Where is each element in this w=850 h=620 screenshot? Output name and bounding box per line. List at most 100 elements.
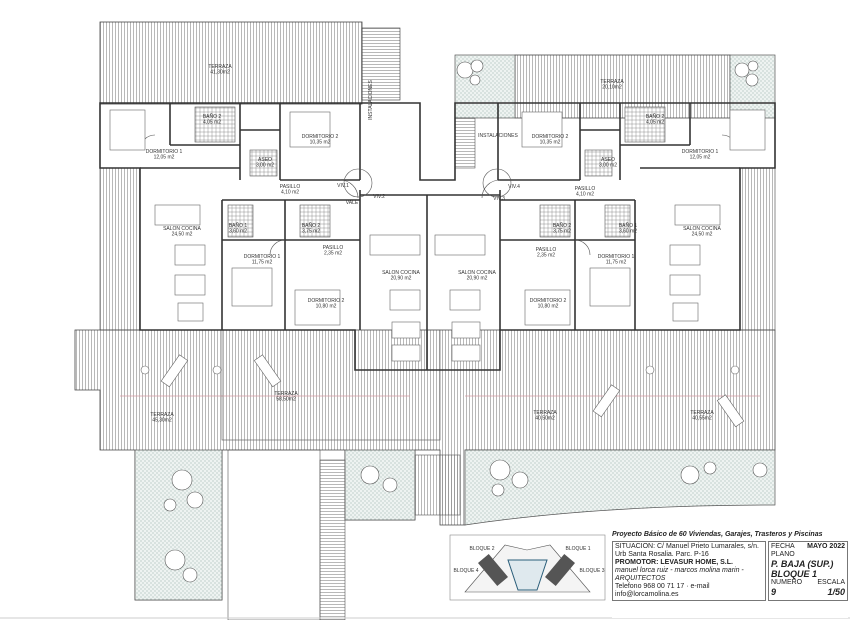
numero: 9	[771, 587, 777, 597]
room-area: 10,80 m2	[316, 304, 337, 310]
room-name: BAÑO 2	[302, 222, 321, 229]
key-plan-label: BLOQUE 2	[469, 546, 494, 552]
room-name: PASILLO	[280, 184, 301, 190]
escala-label: ESCALA	[817, 579, 845, 586]
room-area: 12,05 m2	[154, 155, 175, 161]
room-area: 3,75 m2	[553, 229, 571, 235]
room-area: 40,55m2	[692, 416, 712, 422]
title-block-info: SITUACION: C/ Manuel Prieto Lumarales, s…	[612, 541, 766, 601]
room-name: TERRAZA	[600, 79, 624, 85]
fecha: MAYO 2022	[807, 543, 845, 550]
room-area: 41,30m2	[210, 70, 230, 76]
room-area: 20,10m2	[602, 85, 622, 91]
room-area: 20,90 m2	[467, 276, 488, 282]
room-area: 3,60 m2	[619, 229, 637, 235]
room-name: BAÑO 2	[553, 222, 572, 229]
room-area: 12,05 m2	[690, 155, 711, 161]
room-name: TERRAZA	[274, 391, 298, 397]
key-plan: BLOQUE 2 BLOQUE 1 BLOQUE 4 BLOQUE 3	[449, 534, 606, 601]
contact-footer: Telefono 968 00 71 17 · e-mail info@lorc…	[615, 583, 710, 598]
room-name: DORMITORIO 2	[530, 298, 567, 304]
room-name: PASILLO	[575, 186, 596, 192]
room-name: DORMITORIO 1	[146, 149, 183, 155]
room-area: 40,50m2	[535, 416, 555, 422]
room-area: 10,35 m2	[310, 140, 331, 146]
unit-tag: VIV.4	[508, 184, 520, 190]
room-name: BAÑO 1	[619, 222, 638, 229]
room-area: 4,10 m2	[576, 192, 594, 198]
promotor: PROMOTOR: LEVASUR HOME, S.L.	[615, 559, 733, 566]
room-area: 24,50 m2	[692, 232, 713, 238]
terrace-top-left	[99, 21, 363, 105]
room-name: PASILLO	[323, 245, 344, 251]
room-area: 3,60 m2	[229, 229, 247, 235]
key-plan-label: BLOQUE 3	[579, 568, 604, 574]
room-area: 4,05 m2	[203, 120, 221, 126]
furniture	[109, 109, 766, 428]
escala: 1/50	[827, 587, 845, 597]
room-area: 24,50 m2	[172, 232, 193, 238]
title-block-sheet: FECHA MAYO 2022 PLANO P. BAJA (SUP.) BLO…	[768, 541, 848, 601]
room-name: TERRAZA	[150, 412, 174, 418]
room-name: TERRAZA	[690, 410, 714, 416]
room-name: TERRAZA	[208, 64, 232, 70]
situacion: SITUACION: C/ Manuel Prieto Lumarales, s…	[615, 543, 759, 558]
room-area: 58,50m2	[276, 397, 296, 403]
room-name: DORMITORIO 1	[244, 254, 281, 260]
room-name: ASEO	[601, 157, 615, 163]
room-name: SALON COCINA	[163, 226, 201, 232]
room-area: 4,05 m2	[646, 120, 664, 126]
room-area: 11,75 m2	[252, 260, 273, 266]
room-name: ASEO	[258, 157, 272, 163]
room-area: 4,10 m2	[281, 190, 299, 196]
room-area: 45,30m2	[152, 418, 172, 424]
room-name: BAÑO 1	[229, 222, 248, 229]
room-name: DORMITORIO 1	[682, 149, 719, 155]
room-name: DORMITORIO 2	[302, 134, 339, 140]
title-block: Proyecto Básico de 60 Viviendas, Garajes…	[612, 531, 848, 618]
room-name: BAÑO 2	[203, 113, 222, 120]
terrace-top-right	[514, 54, 731, 119]
room-name: INSTALACIONES	[368, 80, 374, 120]
room-name: TERRAZA	[533, 410, 557, 416]
key-plan-label: BLOQUE 1	[565, 546, 590, 552]
project-title: Proyecto Básico de 60 Viviendas, Garajes…	[612, 531, 823, 538]
gardens	[134, 54, 776, 601]
plano-label: PLANO	[771, 551, 795, 558]
plano-line2: BLOQUE 1	[771, 569, 818, 579]
room-name: BAÑO 2	[646, 113, 665, 120]
room-area: 20,90 m2	[391, 276, 412, 282]
room-name: DORMITORIO 1	[598, 254, 635, 260]
room-area: 11,75 m2	[606, 260, 627, 266]
terrace-right-strip	[739, 167, 776, 331]
room-name: DORMITORIO 2	[532, 134, 569, 140]
room-area: 2,35 m2	[324, 251, 342, 257]
room-name: INSTALACIONES	[478, 133, 518, 139]
room-name: DORMITORIO 2	[308, 298, 345, 304]
plano-line1: P. BAJA (SUP.)	[771, 559, 834, 569]
unit-tag: VIV.2	[373, 194, 385, 200]
room-area: 3,75 m2	[302, 229, 320, 235]
room-area: 2,35 m2	[537, 253, 555, 259]
fecha-label: FECHA	[771, 543, 795, 550]
building-walls	[99, 102, 776, 371]
terraces	[74, 21, 776, 601]
room-name: SALON COCINA	[382, 270, 420, 276]
numero-label: NUMERO	[771, 579, 803, 586]
unit-tag: VALE	[346, 200, 359, 206]
key-plan-label: BLOQUE 4	[453, 568, 478, 574]
terrace-left-strip	[99, 167, 141, 331]
room-name: SALON COCINA	[458, 270, 496, 276]
room-area: 10,35 m2	[540, 140, 561, 146]
room-area: 3,00 m2	[256, 163, 274, 169]
room-name: PASILLO	[536, 247, 557, 253]
unit-tag: VIV.1	[337, 183, 349, 189]
unit-tag: VIV.3	[493, 196, 505, 202]
room-area: 10,80 m2	[538, 304, 559, 310]
architects: manuel lorca ruiz - marcos molina marin …	[615, 567, 744, 582]
paths	[227, 27, 476, 620]
room-area: 3,00 m2	[599, 163, 617, 169]
